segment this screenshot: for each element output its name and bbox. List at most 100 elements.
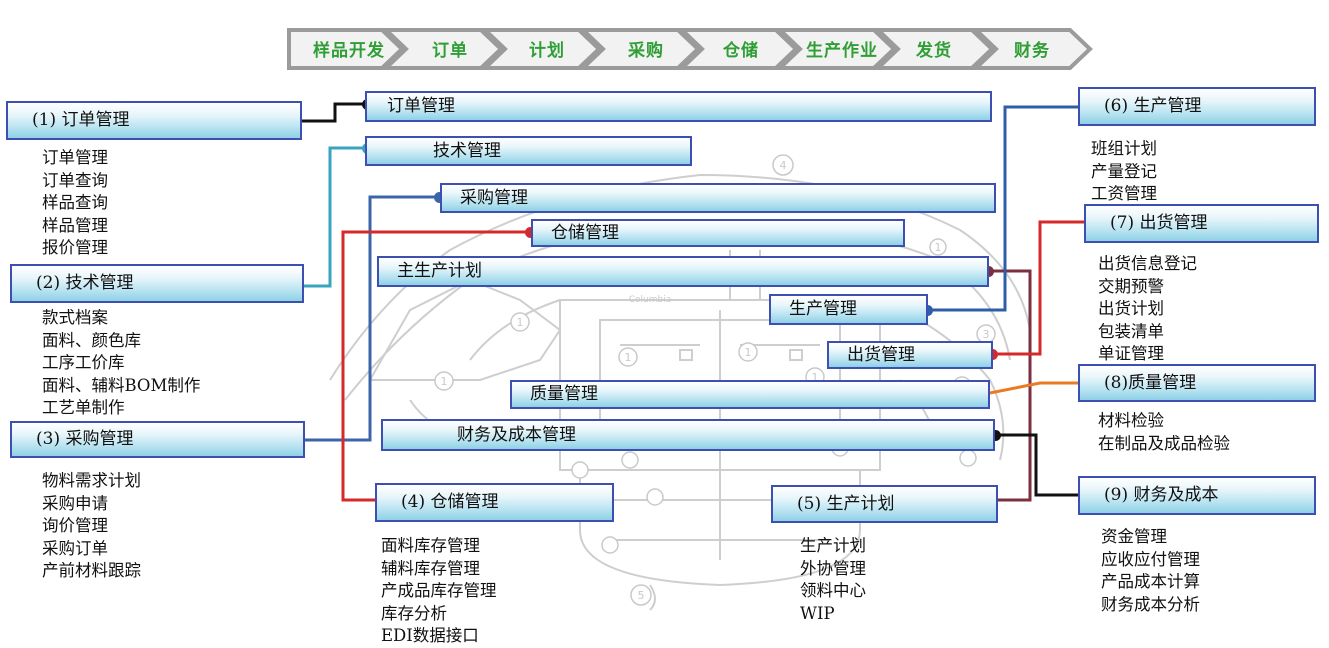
list-item: 产前材料跟踪 (42, 561, 141, 581)
list-item: 库存分析 (381, 603, 447, 623)
flow-chevron-5 (676, 28, 799, 70)
list-item: 工资管理 (1091, 184, 1157, 204)
list-item: 包装清单 (1098, 321, 1164, 341)
module-box-shipping: (7) 出货管理 (1084, 204, 1319, 243)
module-box-tech: (2) 技术管理 (10, 264, 304, 303)
list-item: 样品查询 (42, 193, 108, 213)
flow-chevron-8 (970, 28, 1093, 70)
flow-chevron-4 (577, 28, 701, 70)
module-box-order: (1) 订单管理 (6, 101, 302, 140)
center-box-tech: 技术管理 (365, 136, 692, 166)
list-item: 班组计划 (1091, 139, 1157, 158)
flow-step-purchase: 采购 (628, 41, 664, 61)
list-item: 生产计划 (800, 536, 866, 555)
marker-1d: 1 (812, 371, 819, 384)
list-item: 单证管理 (1098, 344, 1164, 364)
flow-chevron-6 (774, 28, 897, 70)
list-item: 出货信息登记 (1098, 254, 1197, 273)
module-box-purchase: (3) 采购管理 (10, 421, 305, 458)
list-item: 工序工价库 (42, 353, 125, 373)
background-markers (434, 154, 996, 606)
module-box-production-plan: (5) 生产计划 (771, 485, 998, 523)
connector-order (302, 102, 368, 123)
list-item: 产品成本计算 (1101, 572, 1200, 592)
list-item: 物料需求计划 (42, 471, 141, 490)
flow-step-finance: 财务 (1014, 41, 1050, 61)
center-box-production: 生产管理 (769, 294, 928, 325)
marker-1c: 1 (745, 346, 752, 359)
process-flow (287, 28, 1093, 70)
list-item: 辅料库存管理 (381, 558, 480, 578)
list-item: 外协管理 (800, 558, 866, 578)
connector-finance (995, 433, 1078, 497)
list-item: 面料、辅料BOM制作 (42, 375, 201, 395)
connector-production (928, 105, 1078, 312)
list-item: 报价管理 (42, 238, 108, 258)
flow-chevron-7 (872, 28, 995, 70)
marker-1f: 1 (935, 241, 942, 254)
connector-shipping (993, 220, 1084, 356)
module-list-finance: 资金管理 应收应付管理 产品成本计算 财务成本分析 (1101, 526, 1200, 616)
list-item: 订单管理 (42, 148, 108, 167)
list-item: 样品管理 (42, 215, 108, 235)
list-item: 面料库存管理 (381, 536, 480, 555)
list-item: 订单查询 (42, 170, 108, 190)
list-item: 领料中心 (800, 581, 866, 601)
list-item: 财务成本分析 (1101, 594, 1200, 614)
center-box-shipping: 出货管理 (827, 341, 993, 369)
module-list-production: 班组计划 产量登记 工资管理 (1091, 138, 1157, 206)
connectors (302, 102, 1084, 502)
list-item: 款式档案 (42, 308, 108, 327)
connector-quality (989, 381, 1080, 395)
marker-1e: 1 (441, 375, 448, 388)
module-list-production-plan: 生产计划 外协管理 领料中心 WIP (800, 535, 866, 625)
list-item: 应收应付管理 (1101, 549, 1200, 569)
flow-step-sample-dev: 样品开发 (313, 41, 385, 61)
flow-step-shipping: 发货 (916, 41, 952, 61)
list-item: 材料检验 (1098, 411, 1164, 430)
list-item: 在制品及成品检验 (1098, 433, 1230, 453)
flow-step-production: 生产作业 (806, 41, 878, 61)
list-item: 产量登记 (1091, 161, 1157, 181)
connector-dot-warehouse (525, 227, 536, 238)
list-item: EDI数据接口 (381, 626, 479, 646)
flow-chevron-2 (380, 28, 504, 70)
module-box-finance: (9) 财务及成本 (1078, 476, 1316, 515)
connector-dot-purchase (434, 192, 445, 203)
list-item: 工艺单制作 (42, 398, 125, 418)
center-box-purchase: 采购管理 (440, 183, 996, 213)
module-list-shipping: 出货信息登记 交期预警 出货计划 包装清单 单证管理 (1098, 253, 1197, 366)
background-logo: Columbia (629, 295, 672, 305)
center-box-order: 订单管理 (365, 91, 992, 122)
connector-dot-finance (990, 430, 1001, 441)
module-box-production: (6) 生产管理 (1078, 87, 1316, 126)
list-item: 面料、颜色库 (42, 330, 141, 350)
flow-step-warehouse: 仓储 (723, 41, 759, 61)
connector-tech (304, 146, 368, 288)
center-box-warehouse: 仓储管理 (531, 219, 905, 247)
list-item: 出货计划 (1098, 299, 1164, 319)
module-list-quality: 材料检验 在制品及成品检验 (1098, 410, 1230, 455)
center-box-quality: 质量管理 (510, 380, 990, 409)
flow-step-order: 订单 (432, 41, 468, 61)
list-item: 交期预警 (1098, 276, 1164, 296)
flow-step-plan: 计划 (529, 41, 565, 61)
module-list-order: 订单管理 订单查询 样品查询 样品管理 报价管理 (42, 147, 108, 260)
module-list-tech: 款式档案 面料、颜色库 工序工价库 面料、辅料BOM制作 工艺单制作 (42, 307, 200, 420)
list-item: 采购申请 (42, 493, 108, 513)
module-list-purchase: 物料需求计划 采购申请 询价管理 采购订单 产前材料跟踪 (42, 470, 141, 583)
module-list-warehouse: 面料库存管理 辅料库存管理 产成品库存管理 库存分析 EDI数据接口 (381, 535, 497, 648)
marker-4: 3 (983, 328, 990, 341)
list-item: 资金管理 (1101, 527, 1167, 546)
marker-1b: 1 (625, 351, 632, 364)
list-item: 采购订单 (42, 538, 108, 558)
module-box-warehouse: (4) 仓储管理 (375, 483, 614, 522)
marker-1a: 1 (517, 316, 524, 329)
list-item: 询价管理 (42, 516, 108, 536)
flow-chevron-3 (479, 28, 602, 70)
list-item: WIP (800, 603, 835, 623)
marker-3: 4 (780, 159, 787, 172)
flow-chevron-1 (287, 28, 405, 70)
center-box-finance: 财务及成本管理 (381, 419, 995, 451)
module-box-quality: (8)质量管理 (1078, 364, 1316, 402)
